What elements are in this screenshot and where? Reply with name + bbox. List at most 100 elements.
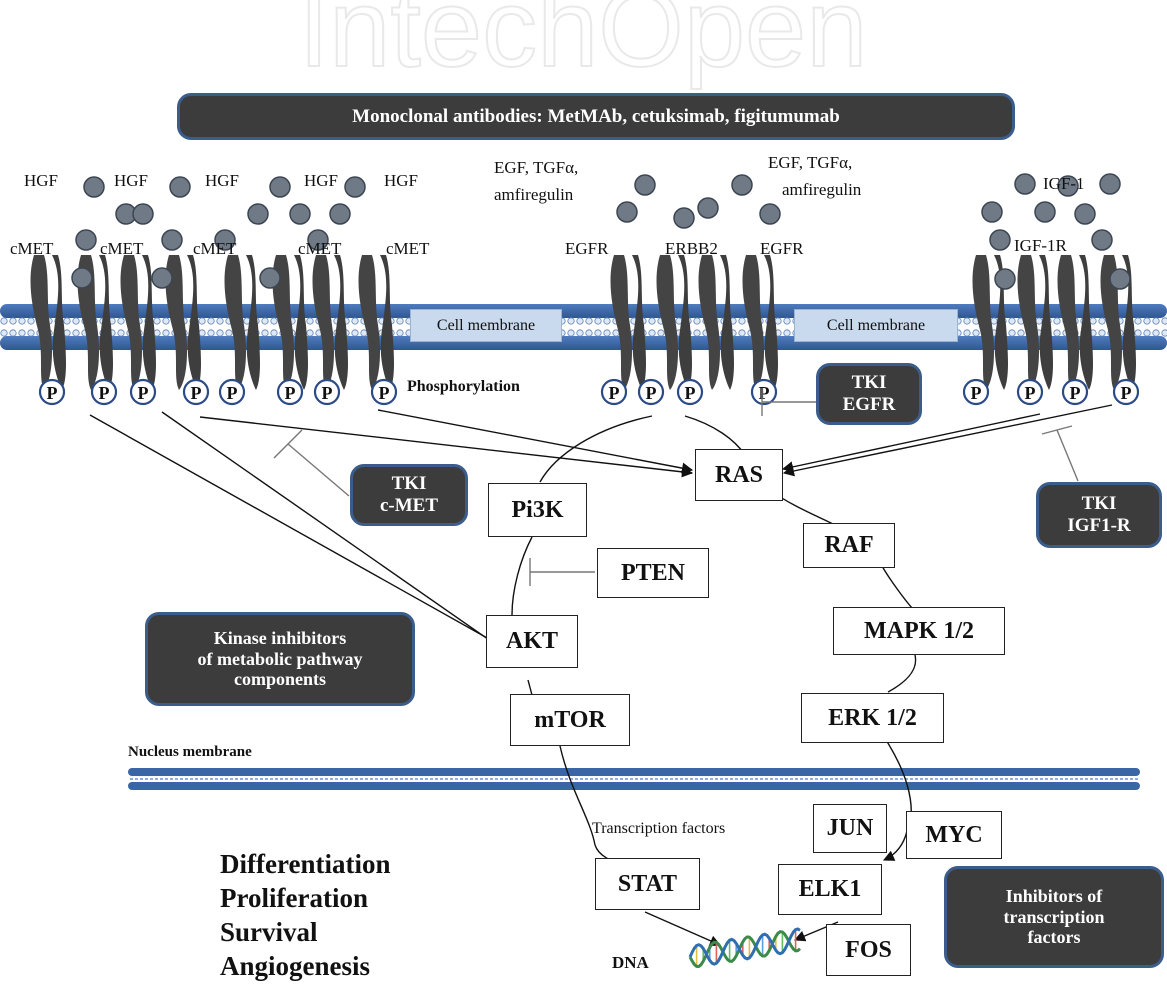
watermark: IntechOpen [299, 0, 868, 90]
receptor-group [30, 255, 1136, 390]
arrow-cmet-akt-1 [89, 414, 506, 649]
svg-text:P: P [646, 383, 657, 403]
svg-text:P: P [1025, 383, 1036, 403]
phosphate-icon: P [1061, 378, 1089, 406]
tki-igf1r-line-1: TKI [1081, 493, 1117, 515]
ligand [634, 174, 656, 196]
outcome-angiogenesis: Angiogenesis [220, 951, 371, 981]
svg-text:P: P [971, 383, 982, 403]
phosphate-icon: P [313, 378, 341, 406]
ligand [169, 176, 191, 198]
phosphate-icon: P [182, 378, 210, 406]
hgf-label-4: HGF [304, 171, 339, 190]
node-raf: RAF [803, 523, 895, 568]
node-erk: ERK 1/2 [801, 693, 944, 743]
tki-cmet-line-1: TKI [391, 473, 427, 495]
node-akt: AKT [486, 615, 578, 668]
svg-text:P: P [285, 383, 296, 403]
phosphorylation-label: Phosphorylation [407, 378, 520, 395]
ligand [673, 207, 695, 229]
svg-text:P: P [379, 383, 390, 403]
egf-right-label-1: EGF, TGFα, [768, 153, 853, 172]
phosphate-icon: P [276, 378, 304, 406]
arrow-cmet-akt-2 [161, 411, 506, 652]
ligand [161, 229, 183, 251]
phosphate-icon: P [90, 378, 118, 406]
ligand [616, 201, 638, 223]
line-raf-mapk [881, 565, 913, 609]
inhibit-cmet-line [287, 443, 350, 497]
ligand [307, 229, 329, 251]
cmet-label-4: cMET [298, 239, 342, 258]
receptor-subunit [656, 255, 692, 390]
transcription-inhibitors-box: Inhibitors of transcription factors [944, 866, 1164, 968]
phosphate-icon: P [962, 378, 990, 406]
kinase-inhibitors-box: Kinase inhibitors of metabolic pathway c… [145, 612, 415, 706]
ligand [981, 201, 1003, 223]
hgf-label-1: HGF [24, 171, 59, 190]
line-akt-mtor [527, 679, 533, 696]
erbb2-label: ERBB2 [665, 239, 718, 258]
transcription-line-3: factors [1027, 927, 1081, 948]
tki-cmet-line-2: c-MET [379, 495, 439, 516]
node-pi3k: Pi3K [488, 483, 587, 537]
svg-text:P: P [99, 383, 110, 403]
inhibit-igf-bar [1041, 425, 1073, 435]
tki-egfr-line-2: EGFR [842, 394, 896, 415]
ligand [1014, 173, 1036, 195]
ligand [344, 176, 366, 198]
svg-text:P: P [227, 383, 238, 403]
ligand [759, 203, 781, 225]
receptor-subunit [1017, 255, 1053, 390]
igf1r-label: IGF-1R [1014, 236, 1067, 255]
line-pi3k-akt [511, 536, 533, 616]
ligand [994, 268, 1016, 290]
ligand [71, 267, 93, 289]
receptor-subunit [742, 255, 778, 390]
arrow-erk-elk1 [882, 825, 909, 861]
line-egfr-pi3k [539, 415, 653, 483]
svg-text:P: P [759, 383, 770, 403]
ligand [1099, 173, 1121, 195]
cmet-label-1: cMET [10, 239, 54, 258]
phosphate-icon: P [370, 378, 398, 406]
node-mapk: MAPK 1/2 [833, 607, 1005, 655]
phosphate-icon: P [218, 378, 246, 406]
inhibit-cmet-bar [273, 429, 303, 459]
tki-igf1r-line-2: IGF1-R [1067, 515, 1131, 536]
ligand-group [71, 173, 1131, 290]
monoclonal-antibodies-banner: Monoclonal antibodies: MetMAb, cetuksima… [177, 93, 1015, 140]
hgf-label-5: HGF [384, 171, 419, 190]
receptor-subunit [358, 255, 394, 390]
cmet-label-5: cMET [386, 239, 430, 258]
node-stat: STAT [595, 858, 700, 910]
cmet-label-3: cMET [193, 239, 237, 258]
receptor-subunit [312, 255, 348, 390]
svg-text:P: P [138, 383, 149, 403]
receptor-subunit [698, 255, 734, 390]
ligand [132, 203, 154, 225]
ligand [289, 203, 311, 225]
phosphate-icon: P [129, 378, 157, 406]
ligand [697, 197, 719, 219]
ligand [1091, 229, 1113, 251]
ligand [1034, 201, 1056, 223]
outcome-proliferation: Proliferation [220, 883, 368, 913]
node-fos: FOS [826, 924, 911, 976]
node-ras: RAS [695, 449, 783, 501]
cell-membrane-label-2: Cell membrane [794, 309, 958, 342]
kinase-line-1: Kinase inhibitors [213, 627, 347, 648]
egf-right-label-2: amfiregulin [782, 180, 862, 199]
ligand [989, 229, 1011, 251]
cell-membrane-label-1: Cell membrane [410, 309, 562, 342]
ligand [214, 229, 236, 251]
hgf-label-2: HGF [114, 171, 149, 190]
tki-egfr-box: TKI EGFR [816, 363, 922, 425]
arrow-igf-ras-2 [782, 404, 1113, 477]
ligand [259, 267, 281, 289]
receptor-subunit [165, 255, 201, 390]
phosphate-icon: P [1016, 378, 1044, 406]
svg-text:P: P [685, 383, 696, 403]
egfr-left-label: EGFR [565, 239, 609, 258]
